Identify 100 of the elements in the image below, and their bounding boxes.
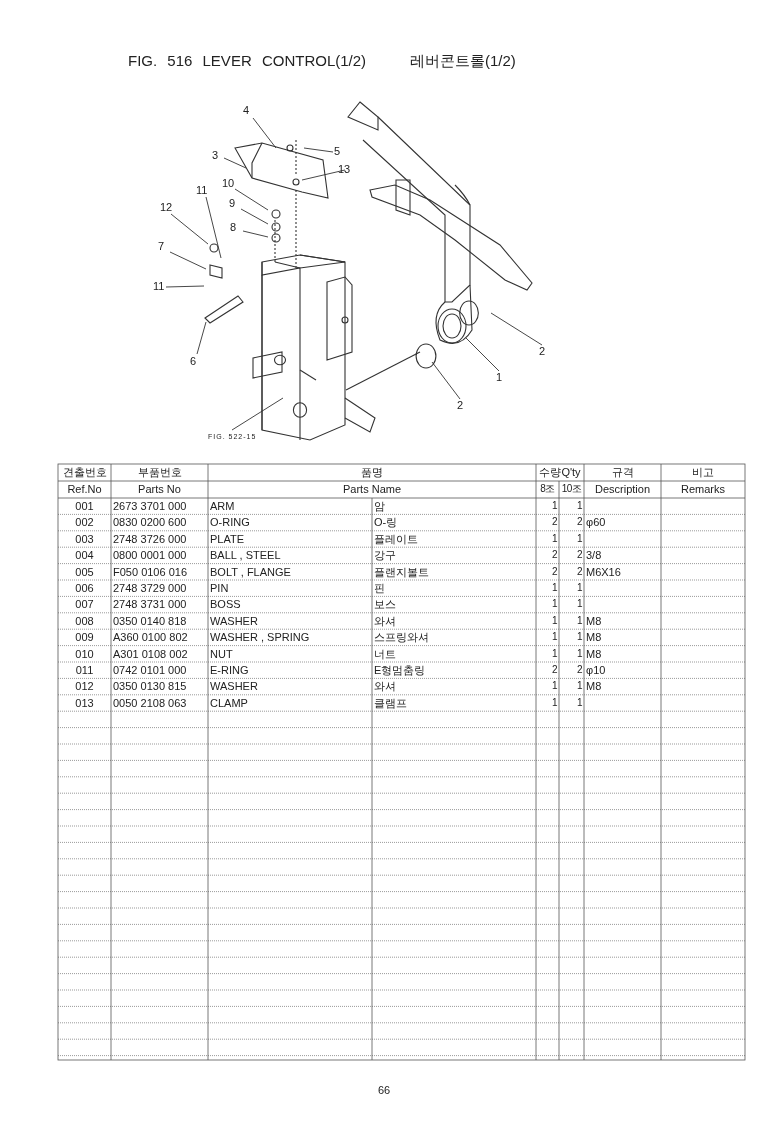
quantity: 1 xyxy=(575,696,582,709)
column-header: Parts No xyxy=(137,483,182,495)
quantity: 1 xyxy=(550,582,557,594)
reference-number: 012 xyxy=(74,680,95,693)
callout-number: 12 xyxy=(160,201,173,213)
part-name: PIN xyxy=(210,582,230,594)
figure-title-korean: 레버콘트롤(1/2) xyxy=(410,52,516,70)
quantity: 1 xyxy=(575,614,582,627)
callout-number: 2 xyxy=(539,345,546,357)
korean-part-name: 핀 xyxy=(374,582,386,594)
korean-part-name: 보스 xyxy=(374,598,397,611)
specification: 3/8 xyxy=(586,549,603,562)
quantity: 1 xyxy=(575,631,582,644)
korean-part-name: O-링 xyxy=(374,516,399,529)
korean-part-name: 클램프 xyxy=(374,696,408,709)
quantity: 1 xyxy=(550,500,557,512)
column-header: Ref.No xyxy=(66,483,103,495)
quantity: 1 xyxy=(575,598,582,611)
column-header: 규격 xyxy=(610,466,635,478)
quantity: 1 xyxy=(575,582,582,594)
specification: M6X16 xyxy=(586,565,622,578)
quantity: 1 xyxy=(575,680,582,693)
leader-line xyxy=(301,169,346,181)
korean-part-name: 스프링와셔 xyxy=(374,631,430,644)
column-header: 품명 xyxy=(360,466,384,478)
leader-line xyxy=(231,397,284,431)
leader-line xyxy=(465,337,500,372)
specification: M8 xyxy=(586,680,603,693)
part-number: A360 0100 802 xyxy=(113,631,189,644)
part-number: 0350 0140 818 xyxy=(113,614,188,627)
column-header: Remarks xyxy=(680,483,726,495)
reference-number: 001 xyxy=(74,500,95,512)
column-header: 견출번호 xyxy=(61,466,108,478)
part-name: WASHER xyxy=(210,614,259,627)
leader-line xyxy=(234,188,269,211)
leader-line xyxy=(252,117,277,149)
column-header: 8조 xyxy=(539,483,556,495)
part-name: PLATE xyxy=(210,532,246,545)
part-name: BALL , STEEL xyxy=(210,549,282,562)
korean-part-name: 플레이트 xyxy=(374,532,419,545)
leader-line xyxy=(223,157,247,169)
specification: M8 xyxy=(586,647,603,660)
part-number: 0830 0200 600 xyxy=(113,516,188,529)
quantity: 1 xyxy=(550,631,557,644)
callout-number: 6 xyxy=(190,355,197,367)
figure-title: FIG. 516 LEVER CONTROL(1/2) xyxy=(128,52,367,70)
part-number: 0800 0001 000 xyxy=(113,549,188,562)
reference-number: 007 xyxy=(74,598,95,611)
callout-number: 11 xyxy=(153,280,165,292)
korean-part-name: 와셔 xyxy=(374,614,397,627)
korean-part-name: 강구 xyxy=(374,549,397,562)
page-number: 66 xyxy=(378,1083,391,1097)
quantity: 1 xyxy=(550,680,557,693)
part-name: BOLT , FLANGE xyxy=(210,565,292,578)
part-number: 0742 0101 000 xyxy=(113,664,188,676)
reference-number: 002 xyxy=(74,516,95,529)
quantity: 1 xyxy=(550,614,557,627)
quantity: 2 xyxy=(550,664,557,676)
callout-number: 7 xyxy=(158,240,165,252)
specification: M8 xyxy=(586,631,603,644)
part-name: NUT xyxy=(210,647,234,660)
reference-number: 008 xyxy=(74,614,95,627)
leader-line xyxy=(431,361,461,400)
quantity: 1 xyxy=(550,598,557,611)
part-number: F050 0106 016 xyxy=(113,565,188,578)
quantity: 2 xyxy=(550,516,557,529)
reference-number: 010 xyxy=(74,647,95,660)
korean-part-name: 암 xyxy=(374,500,386,512)
part-name: ARM xyxy=(210,500,236,512)
leader-line xyxy=(242,230,269,238)
specification: φ60 xyxy=(586,516,607,529)
column-header: 비고 xyxy=(691,466,715,478)
leader-line xyxy=(205,196,222,259)
part-number: 2748 3729 000 xyxy=(113,582,188,594)
quantity: 2 xyxy=(550,565,557,578)
specification: M8 xyxy=(586,614,603,627)
quantity: 1 xyxy=(575,500,582,512)
part-name: BOSS xyxy=(210,598,242,611)
quantity: 1 xyxy=(575,532,582,545)
quantity: 2 xyxy=(575,565,582,578)
reference-number: 005 xyxy=(74,565,95,578)
reference-number: 003 xyxy=(74,532,95,545)
part-number: A301 0108 002 xyxy=(113,647,189,660)
quantity: 2 xyxy=(575,664,582,676)
column-header: 10조 xyxy=(561,483,582,495)
reference-number: 006 xyxy=(74,582,95,594)
korean-part-name: 플랜지볼트 xyxy=(374,565,430,578)
part-number: 2748 3731 000 xyxy=(113,598,188,611)
quantity: 1 xyxy=(575,647,582,660)
quantity: 2 xyxy=(550,549,557,562)
reference-number: 013 xyxy=(74,696,95,709)
leader-line xyxy=(165,285,205,288)
quantity: 2 xyxy=(575,516,582,529)
callout-number: 11 xyxy=(196,184,208,196)
column-header: Parts Name xyxy=(341,483,403,495)
quantity: 1 xyxy=(550,647,557,660)
reference-number: 011 xyxy=(74,664,95,676)
quantity: 2 xyxy=(575,549,582,562)
part-name: E-RING xyxy=(210,664,250,676)
korean-part-name: E형멈춤링 xyxy=(374,664,427,676)
